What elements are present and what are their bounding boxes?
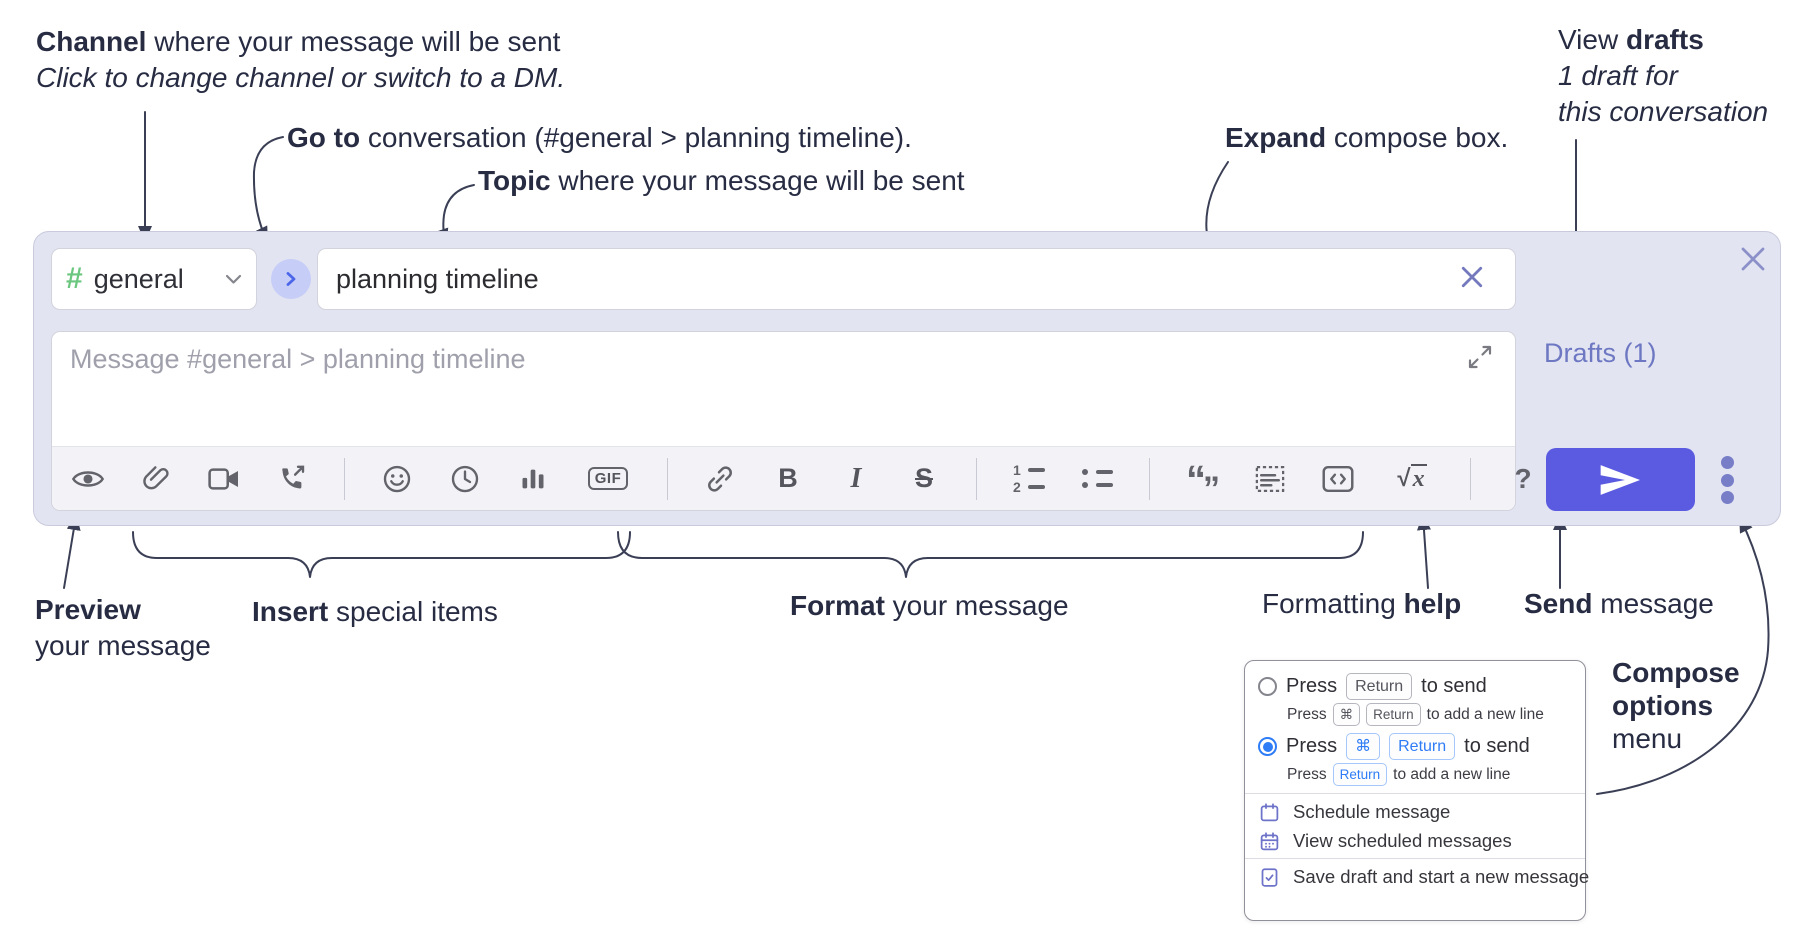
bold-icon[interactable]: B <box>778 463 798 493</box>
attach-file-icon[interactable] <box>140 461 172 497</box>
add-poll-icon[interactable] <box>517 461 549 497</box>
toolbar-divider <box>344 457 345 500</box>
preview-arrow <box>63 514 81 589</box>
help-arrow <box>1416 514 1431 589</box>
add-global-time-icon[interactable] <box>449 461 481 497</box>
menu-item-view-scheduled-messages[interactable]: View scheduled messages <box>1259 830 1585 852</box>
code-icon[interactable] <box>1322 461 1354 497</box>
preview-icon[interactable] <box>72 461 104 497</box>
annotation-preview: Preview your message <box>35 594 211 661</box>
add-gif-icon[interactable]: GIF <box>585 461 631 497</box>
insert-brace <box>132 531 631 578</box>
option-cmd-enter-sends[interactable]: Press ⌘ Return to send <box>1258 733 1585 760</box>
cmd-key: ⌘ <box>1332 703 1361 726</box>
calendar-icon <box>1260 802 1279 821</box>
channel-hash-icon: # <box>66 262 83 295</box>
link-icon[interactable] <box>704 461 736 497</box>
channel-name: general <box>93 263 184 294</box>
chevron-right-icon <box>286 272 296 286</box>
expand-compose-icon[interactable] <box>1467 344 1493 370</box>
option-enter-sends-sub: Press ⌘ Return to add a new line <box>1287 703 1585 726</box>
bulleted-list-icon[interactable] <box>1081 461 1113 497</box>
spoiler-icon[interactable] <box>1254 461 1286 497</box>
annotation-compose-options-menu: Compose options menu <box>1612 657 1740 754</box>
compose-options-popup: Press Return to send Press ⌘ Return to a… <box>1244 660 1589 921</box>
clear-topic-icon[interactable] <box>1458 263 1486 291</box>
toolbar-divider <box>1149 457 1150 500</box>
numbered-list-icon[interactable]: 1 2 <box>1013 461 1045 497</box>
radio-unselected[interactable] <box>1258 677 1277 696</box>
annotation-channel: Channel where your message will be sent … <box>36 26 566 93</box>
draft-file-check-icon <box>1261 867 1278 887</box>
annotation-view-drafts: View drafts 1 draft for this conversatio… <box>1558 24 1769 127</box>
toolbar-divider <box>1470 457 1471 500</box>
message-input[interactable] <box>52 332 1515 446</box>
send-button[interactable] <box>1546 448 1695 511</box>
goto-arrow <box>252 136 284 243</box>
option-cmd-enter-sends-sub: Press Return to add a new line <box>1287 763 1585 786</box>
dot-icon <box>1720 456 1734 469</box>
radio-selected[interactable] <box>1258 737 1277 756</box>
menu-item-save-draft-new-message[interactable]: Save draft and start a new message <box>1259 866 1589 888</box>
close-compose-icon[interactable] <box>1738 244 1768 274</box>
annotation-topic: Topic where your message will be sent <box>478 165 965 196</box>
add-emoji-icon[interactable] <box>381 461 413 497</box>
add-voice-call-icon[interactable] <box>276 461 308 497</box>
quote-icon[interactable]: “ ” <box>1186 457 1220 508</box>
return-key: Return <box>1332 763 1388 786</box>
compose-box: # general <box>33 231 1781 526</box>
annotation-expand: Expand compose box. <box>1225 122 1509 153</box>
compose-options-menu-button[interactable] <box>1717 456 1737 504</box>
annotation-go-to: Go to conversation (#general > planning … <box>287 122 912 153</box>
return-key: Return <box>1389 733 1456 760</box>
format-brace <box>617 531 1364 578</box>
compose-toolbar: GIF B I S 1 2 <box>52 446 1532 510</box>
italic-icon[interactable]: I <box>850 462 862 494</box>
annotation-formatting-help: Formatting help <box>1262 588 1462 619</box>
drafts-link[interactable]: Drafts (1) <box>1544 338 1657 368</box>
annotation-insert: Insert special items <box>252 596 498 627</box>
strikethrough-icon[interactable]: S <box>914 463 933 493</box>
calendar-grid-icon <box>1260 831 1279 850</box>
option-enter-sends[interactable]: Press Return to send <box>1258 673 1585 700</box>
send-icon <box>1600 464 1640 495</box>
annotation-send-message: Send message <box>1524 588 1714 619</box>
toolbar-divider <box>667 457 668 500</box>
return-key: Return <box>1346 673 1413 700</box>
math-icon[interactable]: √x <box>1397 463 1427 492</box>
toolbar-divider <box>976 457 977 500</box>
chevron-down-icon <box>225 274 242 284</box>
message-formatting-help-icon[interactable]: ? <box>1514 462 1532 494</box>
dot-icon <box>1720 491 1734 504</box>
menu-item-schedule-message[interactable]: Schedule message <box>1259 801 1585 823</box>
return-key: Return <box>1366 703 1421 726</box>
menu-divider <box>1245 793 1585 794</box>
channel-selector[interactable]: # general <box>51 248 257 310</box>
cmd-key: ⌘ <box>1346 733 1381 760</box>
go-to-conversation-button[interactable] <box>271 259 311 299</box>
annotation-format: Format your message <box>790 590 1069 621</box>
dot-icon <box>1720 473 1734 487</box>
message-area: GIF B I S 1 2 <box>51 331 1532 511</box>
add-video-call-icon[interactable] <box>208 461 240 497</box>
topic-input[interactable] <box>317 248 1516 310</box>
menu-divider <box>1245 858 1585 859</box>
